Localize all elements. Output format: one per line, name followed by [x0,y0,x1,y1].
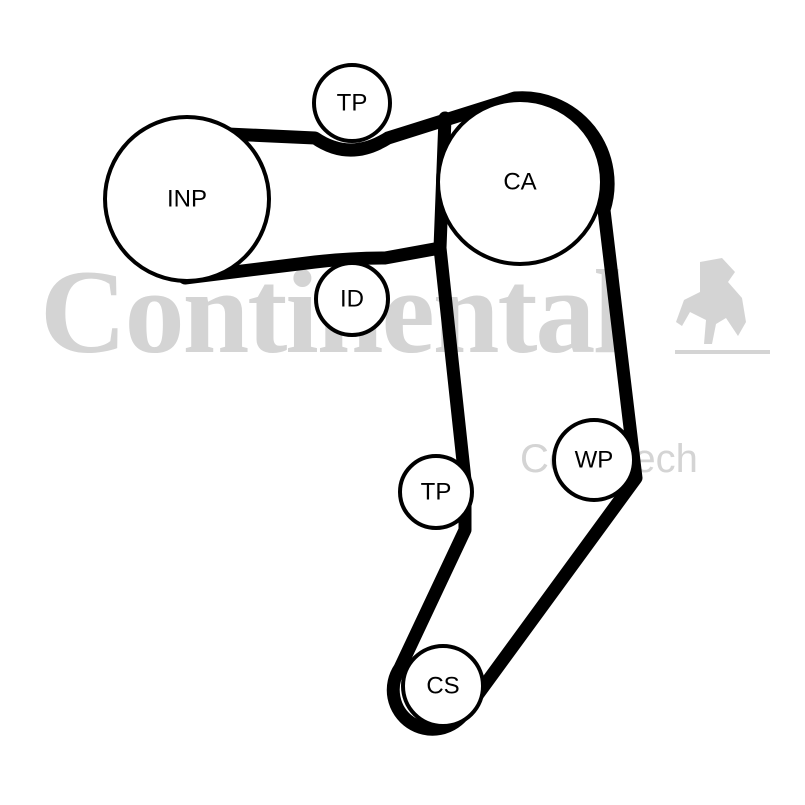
pulley-label: CS [426,673,459,700]
pulley-label: TP [337,90,368,117]
pulley-label: ID [340,286,364,313]
pulley-label: TP [421,479,452,506]
pulley-inp: INP [103,115,271,283]
pulley-cs: CS [401,644,485,728]
pulley-ca: CA [436,98,604,266]
pulley-wp: WP [552,418,636,502]
pulley-tp-top: TP [312,63,392,143]
pulley-tp-low: TP [398,454,474,530]
watermark: Continental ContiTech [40,245,770,481]
pulley-id: ID [314,261,390,337]
pulley-label: INP [167,186,207,213]
pulley-label: WP [575,447,614,474]
horse-logo-icon [675,258,770,354]
pulley-label: CA [503,169,536,196]
